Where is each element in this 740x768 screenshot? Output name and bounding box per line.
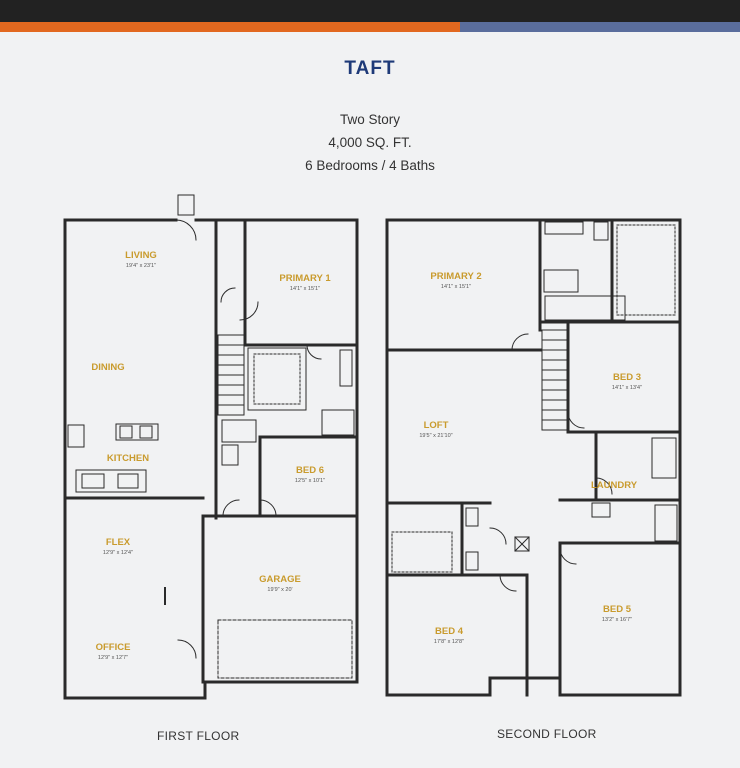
room-garage: GARAGE <box>259 574 301 585</box>
room-bed4: BED 4 <box>435 626 464 637</box>
orange-accent-stripe <box>0 0 460 32</box>
room-primary2-dims: 14'1" x 15'1" <box>441 284 471 290</box>
room-primary1-dims: 14'1" x 15'1" <box>290 286 320 292</box>
room-loft: LOFT <box>424 420 449 431</box>
room-garage-dims: 19'9" x 20' <box>267 587 292 593</box>
plan-title: TAFT <box>344 58 396 79</box>
room-loft-dims: 19'5" x 21'10" <box>419 433 452 439</box>
room-office-dims: 12'9" x 12'7" <box>98 655 128 661</box>
first-floor-walls <box>63 218 359 700</box>
first-floor-details <box>67 194 355 679</box>
room-primary1: PRIMARY 1 <box>279 273 331 284</box>
room-bed3-dims: 14'1" x 13'4" <box>612 385 642 391</box>
plan-beds-baths: 6 Bedrooms / 4 Baths <box>305 158 435 173</box>
room-dining: DINING <box>91 362 124 373</box>
room-flex: FLEX <box>106 537 131 548</box>
first-floor-label: FIRST FLOOR <box>157 729 240 743</box>
room-bed5-dims: 13'2" x 16'7" <box>602 617 632 623</box>
second-floor-walls <box>385 218 682 697</box>
room-bed6-dims: 12'5" x 10'1" <box>295 478 325 484</box>
floorplan-sheet <box>0 32 740 768</box>
second-floor-label: SECOND FLOOR <box>497 727 597 741</box>
room-primary2: PRIMARY 2 <box>430 271 481 282</box>
room-bed5: BED 5 <box>603 604 632 615</box>
room-bed4-dims: 17'8" x 12'8" <box>434 639 464 645</box>
room-flex-dims: 12'9" x 12'4" <box>103 550 133 556</box>
room-kitchen: KITCHEN <box>107 453 149 464</box>
room-office: OFFICE <box>96 642 131 653</box>
top-accent-bar <box>0 0 740 32</box>
plan-area: 4,000 SQ. FT. <box>328 135 412 150</box>
room-living: LIVING <box>125 250 157 261</box>
plan-stories: Two Story <box>339 112 401 127</box>
room-bed3: BED 3 <box>613 372 641 383</box>
room-living-dims: 19'4" x 23'1" <box>126 263 156 269</box>
room-laundry: LAUNDRY <box>591 480 638 491</box>
room-bed6: BED 6 <box>296 465 324 476</box>
blue-accent-stripe <box>460 0 740 32</box>
second-floor-details <box>391 221 678 592</box>
